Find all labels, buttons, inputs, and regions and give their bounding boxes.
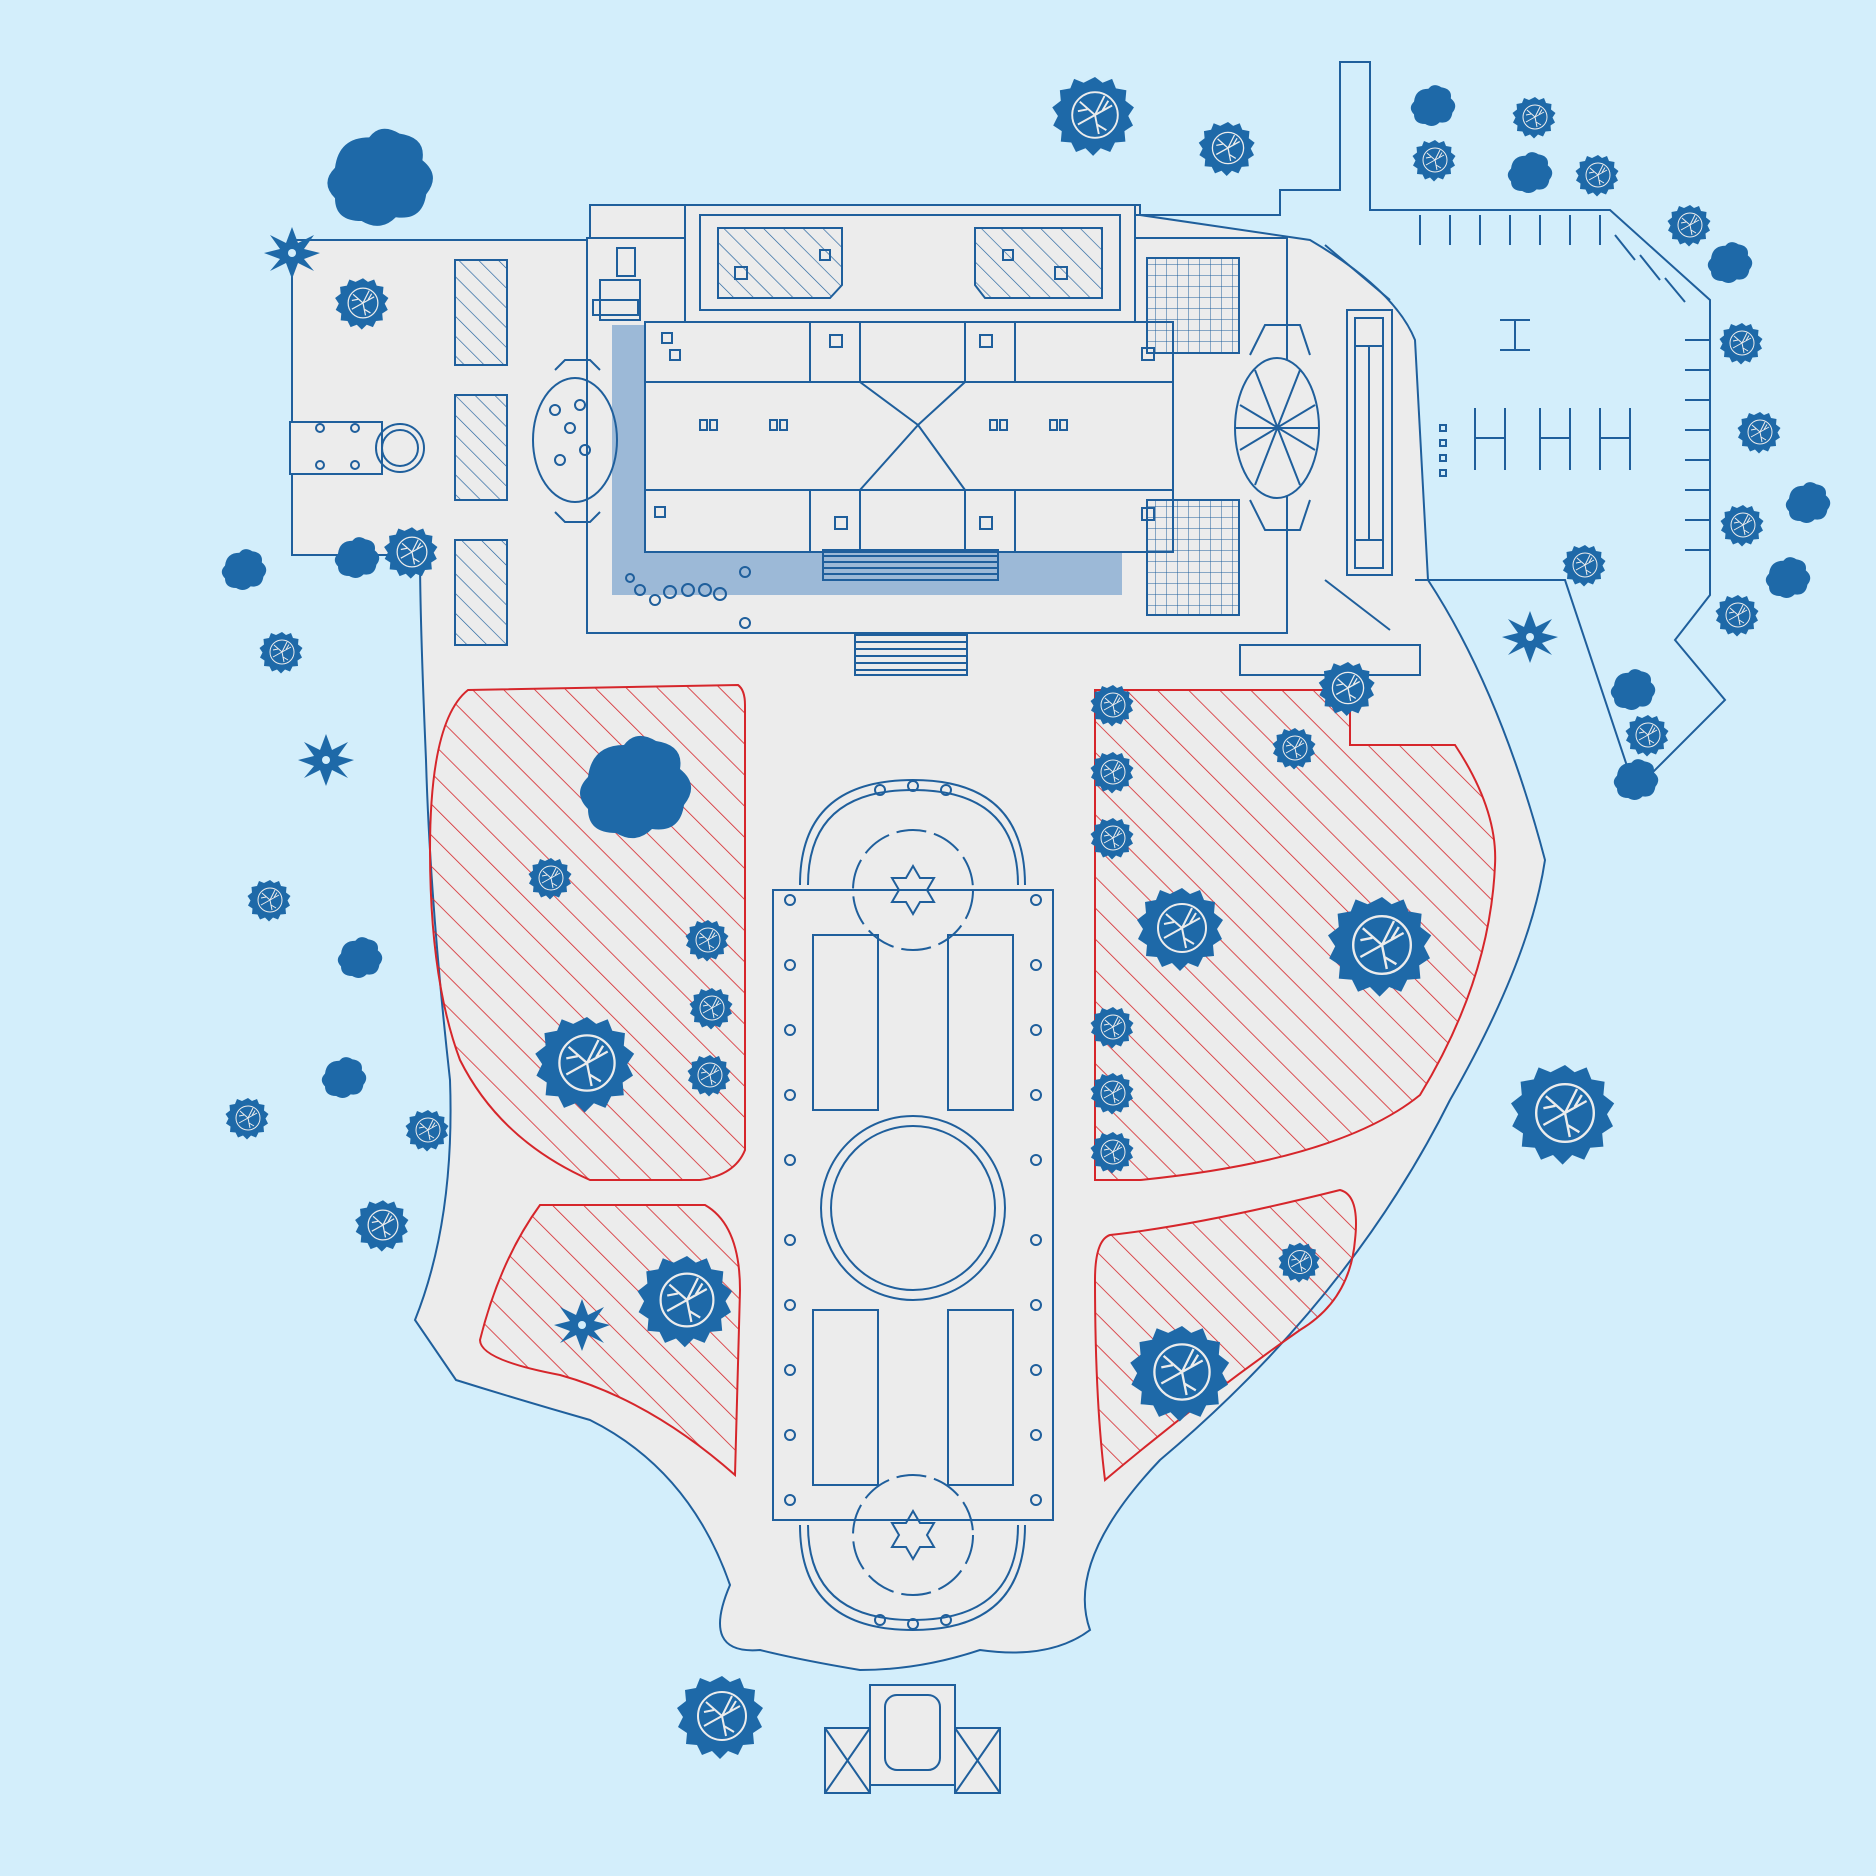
south-gate <box>824 1684 1001 1794</box>
main-building <box>586 204 1421 676</box>
west-terrace <box>289 259 618 646</box>
east-pier <box>1135 61 1727 791</box>
formal-parterre <box>772 778 1054 1632</box>
lawn-bed-northeast <box>1094 689 1497 1181</box>
vegetation <box>221 76 1831 1760</box>
